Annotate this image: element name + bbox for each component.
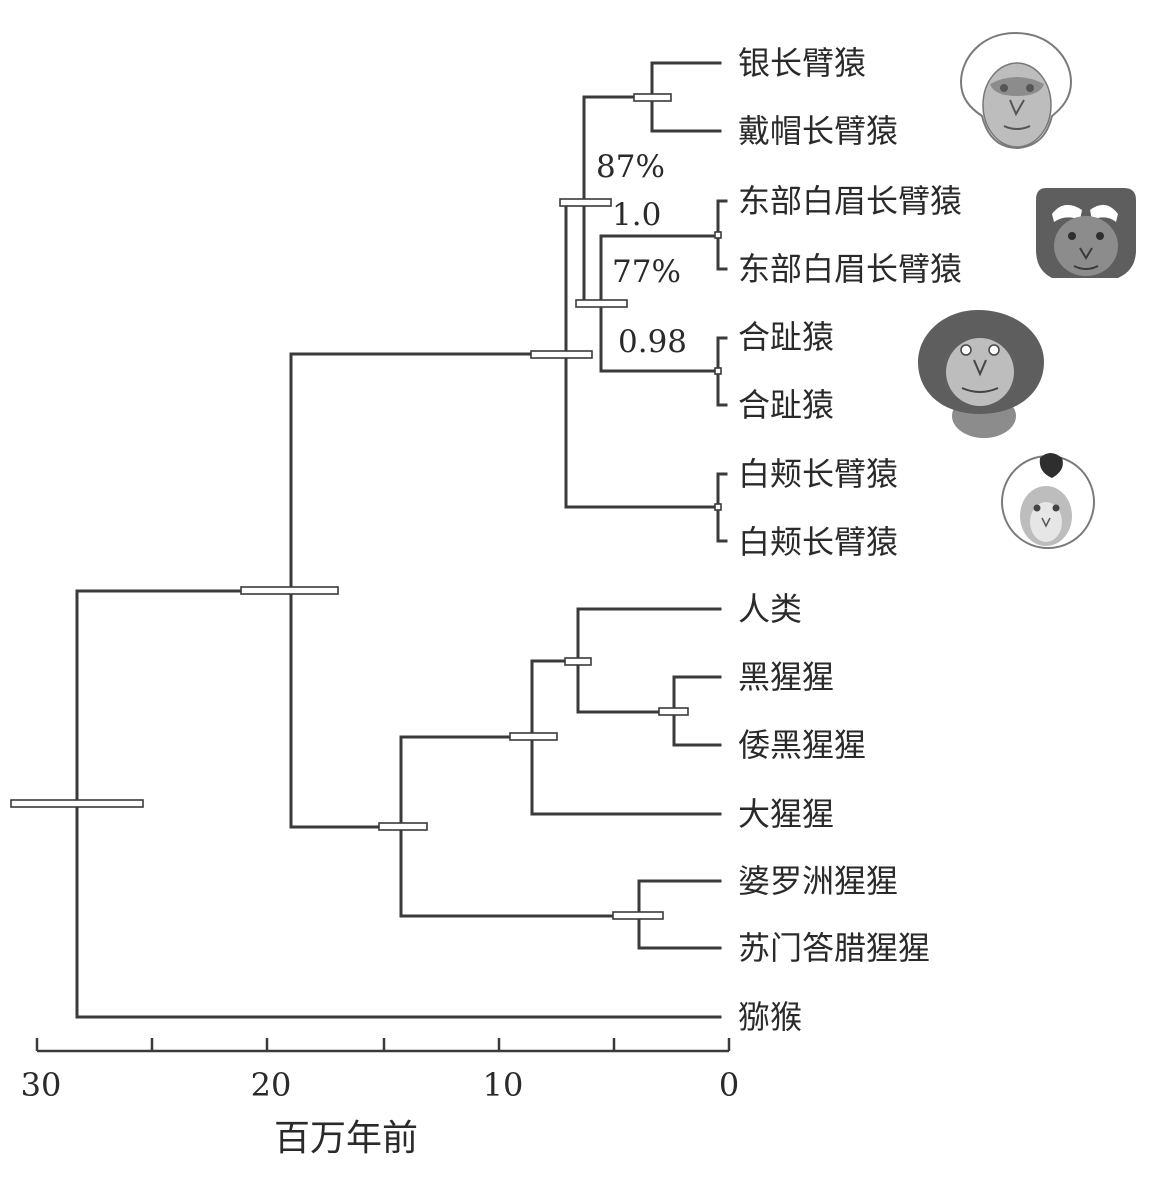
time-axis: 30 20 10 0 百万年前 — [21, 1038, 739, 1159]
taxon-label: 白颊长臂猿 — [738, 523, 898, 561]
taxon-label: 大猩猩 — [738, 795, 834, 833]
node-age-intervals — [10, 93, 722, 920]
ci-bar-root — [10, 799, 144, 808]
support-posterior-0-98: 0.98 — [618, 324, 687, 360]
support-bootstrap-87: 87% — [596, 149, 665, 185]
axis-tick-label: 0 — [719, 1066, 739, 1104]
taxon-label: 东部白眉长臂猿 — [738, 182, 962, 220]
taxon-label: 人类 — [738, 590, 802, 628]
ci-bar-gibbons — [530, 350, 593, 359]
ci-bar-hoolock — [714, 231, 722, 239]
white-cheeked-gibbon-face-icon — [1001, 453, 1095, 549]
ci-bar-gibbon-inner — [559, 198, 612, 207]
ci-bar-hoolock-siamang — [575, 299, 628, 308]
taxon-label: 银长臂猿 — [738, 44, 866, 82]
taxon-label: 东部白眉长臂猿 — [738, 250, 962, 288]
axis-tick-label: 10 — [483, 1066, 524, 1104]
ci-bar-human-pan — [564, 657, 592, 666]
ci-bar-white-cheeked — [714, 503, 722, 511]
taxon-label: 婆罗洲猩猩 — [738, 862, 898, 900]
taxon-label: 黑猩猩 — [738, 658, 834, 696]
taxon-label: 倭黑猩猩 — [738, 726, 866, 764]
support-values: 87% 1.0 77% 0.98 — [596, 149, 687, 360]
ci-bar-hominoid — [240, 586, 339, 595]
taxon-labels: 银长臂猿 戴帽长臂猿 东部白眉长臂猿 东部白眉长臂猿 合趾猿 合趾猿 白颊长臂猿… — [738, 44, 962, 1036]
taxon-label: 合趾猿 — [738, 386, 834, 424]
axis-tick-label: 20 — [251, 1066, 292, 1104]
ci-bar-great-apes — [378, 822, 428, 831]
siamang-face-icon — [918, 310, 1044, 438]
taxon-label: 合趾猿 — [738, 318, 834, 356]
taxon-label: 戴帽长臂猿 — [738, 112, 898, 150]
ci-bar-siamang — [714, 367, 722, 375]
hoolock-face-icon — [1036, 188, 1136, 278]
axis-tick-label: 30 — [21, 1066, 62, 1104]
support-bootstrap-77: 77% — [612, 254, 681, 290]
support-posterior-1-0: 1.0 — [612, 197, 661, 233]
ci-bar-hylobates — [633, 93, 672, 102]
gibbon-face-light-icon — [959, 31, 1073, 150]
ci-bar-orangutans — [612, 911, 664, 920]
axis-title: 百万年前 — [274, 1118, 418, 1159]
taxon-label: 猕猴 — [738, 998, 802, 1036]
taxon-label: 白颊长臂猿 — [738, 455, 898, 493]
ci-bar-pan — [658, 707, 689, 716]
ci-bar-african-apes — [509, 732, 558, 741]
taxon-label: 苏门答腊猩猩 — [738, 929, 930, 967]
